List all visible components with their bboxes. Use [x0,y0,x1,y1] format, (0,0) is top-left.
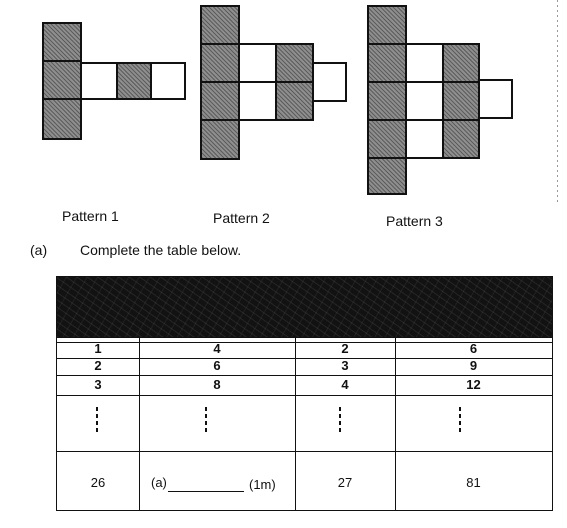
white-tile [405,81,444,121]
shaded-tile [367,157,407,195]
shaded-tile [116,62,152,100]
white-tile [405,119,444,159]
continuation-dash [339,407,341,435]
table-cell: 3 [341,358,349,373]
question-label: (a) [30,242,48,258]
shaded-tile [200,5,240,45]
shaded-tile [367,119,407,159]
column-divider [395,337,396,510]
shaded-tile [367,81,407,121]
table-cell: 8 [213,377,221,392]
white-tile [405,43,444,83]
table-cell: 6 [469,341,478,356]
table-cell: 3 [94,377,102,392]
shaded-tile [367,5,407,45]
answer-table: 1 4 2 6 2 6 3 9 3 8 4 12 26 (a) (1m) 27 … [56,276,553,511]
shaded-tile [275,43,314,83]
shaded-tile [275,81,314,121]
shaded-tile [42,98,82,140]
question-text: Complete the table below. [80,242,242,258]
answer-label: (a) [151,475,167,490]
continuation-dash [205,407,207,435]
white-tile [80,62,118,100]
column-divider [139,337,140,510]
shaded-tile [200,81,240,121]
white-tile [312,62,347,102]
row-divider [57,451,552,452]
continuation-dash [96,407,98,435]
table-cell: 1 [94,341,102,356]
final-white-tiles: 27 [337,475,353,490]
shaded-tile [42,60,82,100]
white-tile [238,43,277,83]
table-cell: 2 [94,358,102,373]
continuation-dash [459,407,461,435]
pattern-1-caption: Pattern 1 [62,208,119,224]
table-cell: 4 [341,377,349,392]
column-divider [295,337,296,510]
shaded-tile [200,119,240,160]
row-divider [57,342,552,343]
shaded-tile [442,119,480,159]
table-cell: 9 [469,358,478,373]
shaded-tile [367,43,407,83]
final-total-tiles: 81 [466,475,481,490]
table-cell: 12 [466,377,481,392]
obscured-header-row [57,277,552,337]
shaded-tile [200,43,240,83]
row-divider [57,358,552,359]
white-tile [478,79,513,119]
shaded-tile [42,22,82,62]
shaded-tile [442,81,480,121]
shaded-tile [442,43,480,83]
row-divider [57,337,552,338]
pattern-3-caption: Pattern 3 [386,213,443,229]
table-cell: 6 [213,358,221,373]
answer-marks: (1m) [249,477,276,492]
pattern-2-caption: Pattern 2 [213,210,270,226]
row-divider [57,395,552,396]
table-cell: 4 [213,341,221,356]
final-pattern-number: 26 [90,475,106,490]
page-edge-rule [557,0,558,205]
white-tile [150,62,186,100]
answer-blank-line[interactable] [168,491,244,492]
white-tile [238,81,277,121]
table-cell: 2 [341,341,349,356]
row-divider [57,375,552,376]
